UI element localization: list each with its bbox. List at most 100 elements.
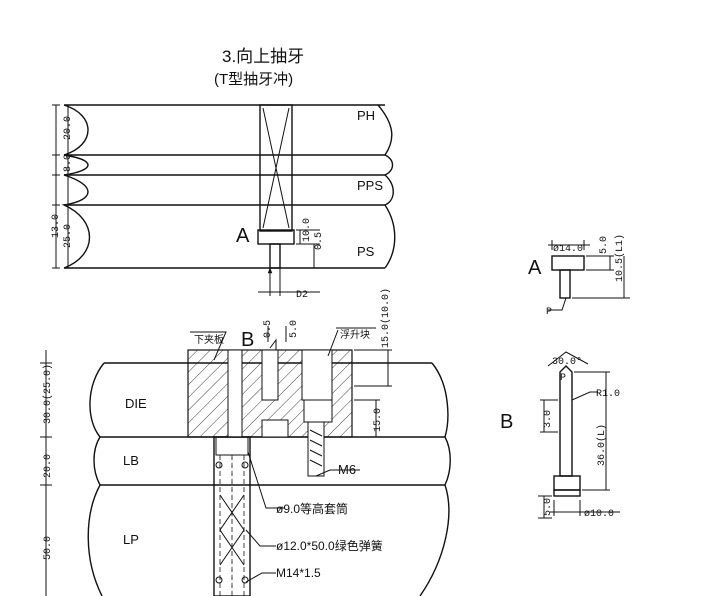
- punch-cross: [262, 107, 290, 229]
- plate-lines: [100, 436, 445, 486]
- detail-b-3: 3.0: [543, 410, 554, 428]
- layer-label-ph: PH: [357, 108, 375, 123]
- section-b: DIE LB LP B 30.0(25.0) 20.0 50.0 0.5 5.0…: [40, 288, 451, 596]
- dim-lower-15: [354, 399, 380, 438]
- detail-b-dia-dim: [550, 500, 620, 516]
- callout-thread-leader: [245, 572, 276, 583]
- punch-stem: [269, 243, 281, 269]
- detail-b-r-leader: [571, 391, 598, 401]
- detail-b-marker: B: [500, 411, 513, 433]
- punch-tip: [269, 338, 277, 350]
- dim-right-05: 0.5: [314, 232, 325, 250]
- detail-b-angle-leader: [547, 351, 589, 367]
- dim-lifter-dim: [354, 349, 392, 387]
- detail-a-dia-dim: [548, 240, 590, 250]
- sleeve-collar: [215, 436, 249, 456]
- spring-coil: [219, 494, 245, 566]
- punch-head: [257, 229, 295, 245]
- spring-end-bottom-right: [241, 576, 249, 584]
- detail-a-thk: 5.0: [599, 236, 610, 254]
- detail-b-len: 36.0(L): [596, 424, 608, 466]
- layer-label-lp: LP: [123, 532, 139, 547]
- section-right-break: [419, 362, 451, 596]
- top-view-layer-lines: [64, 104, 385, 269]
- detail-a-head: [551, 255, 585, 271]
- layer-label-ps: PS: [357, 244, 375, 259]
- dim-lower-15-text: 15.0: [373, 408, 384, 432]
- marker-a-top: A: [236, 225, 250, 247]
- callout-lower-plate: 下夹板: [194, 333, 224, 346]
- detail-a-marker: A: [528, 257, 542, 279]
- callout-spring: ø12.0*50.0绿色弹簧: [276, 538, 383, 553]
- callout-screw: M6: [338, 462, 356, 477]
- dim-top-5: 5.0: [289, 320, 300, 338]
- detail-b-3-dim: [540, 399, 558, 433]
- lifter-base: [261, 419, 289, 438]
- callout-sleeve-leader: [247, 451, 284, 509]
- spring-column: [213, 436, 251, 596]
- top-view-right-break: [377, 104, 396, 269]
- title-line1: 3.向上抽牙: [222, 47, 304, 66]
- detail-a-len: 10.5(L1): [614, 234, 626, 282]
- spring-end-bottom-left: [215, 576, 223, 584]
- screw-head: [303, 399, 333, 423]
- detail-a-p: P: [546, 307, 552, 318]
- detail-b: B 30.0° P R1.0 3.0 36.0(L) 5.0 ø10.0: [500, 351, 620, 520]
- detail-b-base: [553, 489, 581, 497]
- dim-d2: D2: [296, 290, 308, 301]
- detail-b-pin: [559, 365, 573, 477]
- detail-a-stem: [559, 269, 571, 299]
- dim-top-05: 0.5: [263, 320, 274, 338]
- section-dim-chain: [40, 350, 52, 596]
- dim-lb-thk: 20.0: [43, 454, 54, 478]
- title-line2: (T型抽牙冲): [214, 71, 293, 88]
- detail-b-5: 5.0: [543, 498, 554, 516]
- dim-chain-left: [52, 104, 69, 269]
- dim-right-10: 10.0: [302, 218, 313, 242]
- detail-b-angle: 30.0°: [552, 356, 582, 368]
- dim-lifter-15-10: 15.0(10.0): [380, 288, 392, 348]
- callout-spring-leader: [245, 529, 276, 547]
- lifter-block-pocket: [301, 349, 333, 401]
- spring-end-top-right: [241, 461, 249, 469]
- layer-label-lb: LB: [123, 453, 139, 468]
- callout-screw-leader: [315, 469, 360, 477]
- detail-a-len-dim: [572, 256, 630, 299]
- dim-top-ticks: [267, 326, 287, 342]
- dim-lp-thk: 50.0: [43, 536, 54, 560]
- spring-end-top-left: [215, 461, 223, 469]
- top-view-left-break: [61, 104, 90, 269]
- detail-a-p-leader: [548, 297, 567, 311]
- dim-left-25: 25.0: [63, 224, 74, 248]
- dim-punch-right: [280, 229, 320, 269]
- punch-body: [259, 104, 293, 232]
- detail-b-head: [553, 475, 581, 491]
- callout-sleeve: ø9.0等高套筒: [276, 501, 348, 516]
- detail-b-len-dim: [574, 371, 610, 491]
- callout-lower-plate-leader: [190, 331, 227, 361]
- dim-die-thk: 30.0(25.0): [42, 364, 54, 424]
- detail-a-thk-dim: [586, 255, 614, 271]
- layer-label-pps: PPS: [357, 178, 383, 193]
- top-view: PH PPS PS A 20.0 8.0 13.0 25.0 10.0 0.5 …: [51, 104, 396, 301]
- sleeve-hole: [227, 349, 243, 438]
- title-group: 3.向上抽牙 (T型抽牙冲): [214, 47, 304, 88]
- marker-b-section: B: [241, 329, 254, 351]
- lifter-channel: [261, 349, 279, 401]
- dim-left-13: 13.0: [51, 214, 62, 238]
- section-left-break: [87, 362, 105, 596]
- detail-b-dia: ø10.0: [584, 509, 614, 520]
- detail-a-dia: ø14.0: [553, 244, 583, 255]
- callout-lifter-leader: [327, 327, 376, 357]
- dim-left-20: 20.0: [63, 116, 74, 140]
- dim-d2-line: [258, 268, 320, 296]
- detail-b-p: P: [560, 373, 566, 384]
- screw-threads: [309, 429, 323, 467]
- detail-a: A ø14.0 5.0 10.5(L1) P: [528, 234, 630, 318]
- detail-b-5-dim: [538, 495, 552, 519]
- layer-label-die: DIE: [125, 396, 147, 411]
- detail-b-r: R1.0: [596, 389, 620, 400]
- callout-lifter: 浮升块: [340, 329, 370, 341]
- callout-thread: M14*1.5: [276, 566, 321, 580]
